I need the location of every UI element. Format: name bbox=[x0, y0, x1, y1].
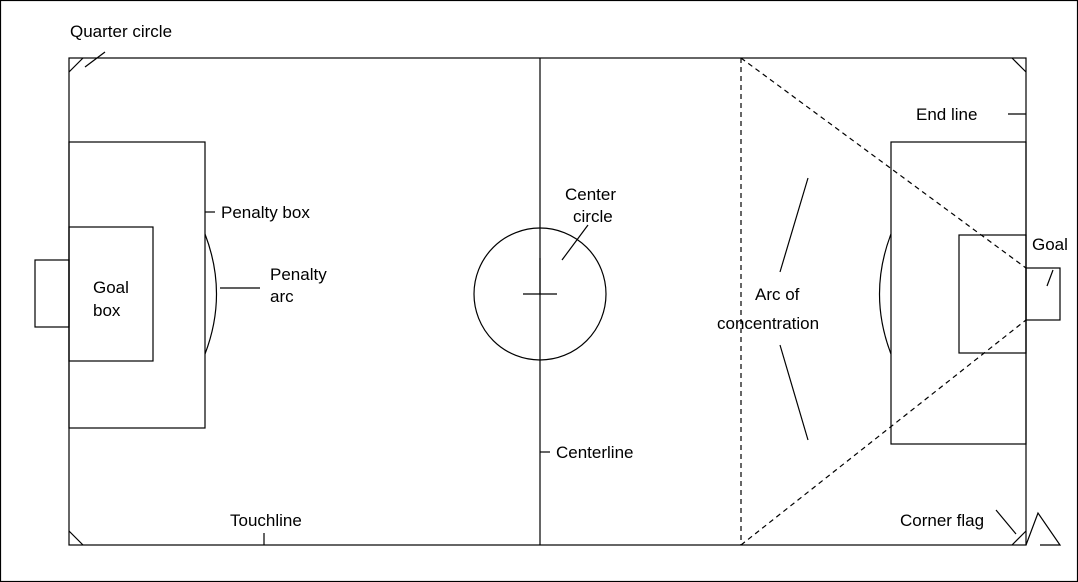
label-centerline: Centerline bbox=[556, 443, 634, 462]
right-goal-box bbox=[958, 234, 1027, 354]
label-goal-box-line1: Goal bbox=[93, 278, 129, 297]
quarter-circle-bottom-right bbox=[1011, 530, 1027, 546]
field-outline bbox=[68, 57, 1027, 546]
label-goal-box-line2: box bbox=[93, 301, 121, 320]
label-penalty-arc-line2: arc bbox=[270, 287, 294, 306]
corner-flag bbox=[1025, 511, 1062, 546]
label-quarter-circle: Quarter circle bbox=[70, 22, 172, 41]
arc-leader-upper bbox=[779, 177, 809, 273]
label-penalty-arc-line1: Penalty bbox=[270, 265, 327, 284]
label-end-line: End line bbox=[916, 105, 977, 124]
label-arc-line1: Arc of bbox=[755, 285, 800, 304]
left-goal bbox=[34, 259, 70, 328]
left-penalty-box bbox=[68, 141, 206, 429]
label-center-line2: circle bbox=[573, 207, 613, 226]
label-arc-line2: concentration bbox=[717, 314, 819, 333]
label-goal: Goal bbox=[1032, 235, 1068, 254]
concentration-upper-dashed bbox=[740, 57, 1027, 269]
concentration-lower-dashed bbox=[740, 319, 1027, 546]
corner-flag-leader bbox=[995, 509, 1017, 535]
right-penalty-arc bbox=[878, 233, 892, 355]
right-goal bbox=[1025, 267, 1061, 321]
quarter-circle-top-left bbox=[68, 57, 84, 73]
label-center-line1: Center bbox=[565, 185, 616, 204]
label-corner-flag: Corner flag bbox=[900, 511, 984, 530]
goal-leader bbox=[1046, 269, 1054, 287]
left-penalty-arc bbox=[204, 233, 218, 355]
center-circle-leader bbox=[561, 224, 589, 261]
arc-leader-lower bbox=[779, 344, 809, 441]
quarter-circle-leader bbox=[84, 51, 106, 68]
label-penalty-box: Penalty box bbox=[221, 203, 310, 222]
label-touchline: Touchline bbox=[230, 511, 302, 530]
quarter-circle-bottom-left bbox=[68, 530, 84, 546]
center-circle bbox=[473, 227, 607, 361]
quarter-circle-top-right bbox=[1011, 57, 1027, 73]
